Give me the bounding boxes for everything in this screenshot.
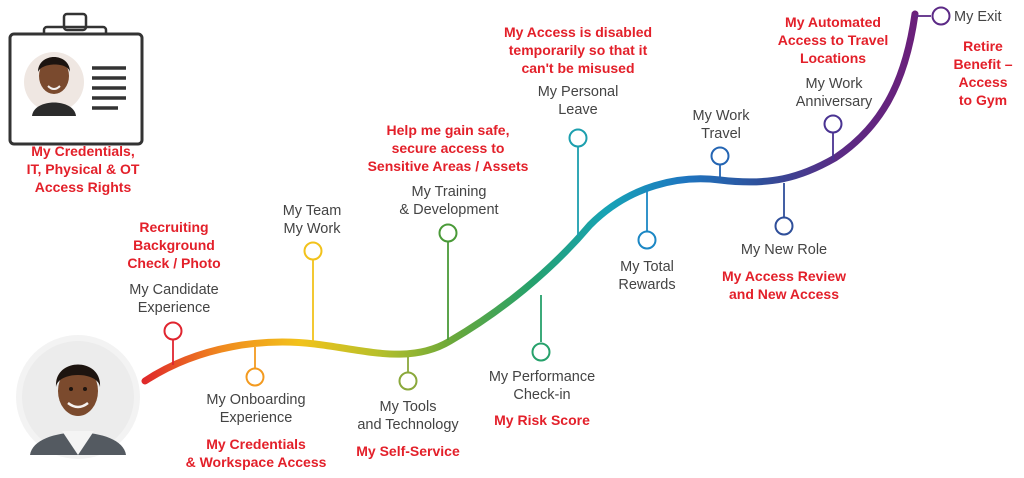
- marker-onboarding: [245, 367, 265, 387]
- label-work-travel: My Work Travel: [692, 108, 750, 142]
- label-rewards: My Total Rewards: [618, 259, 676, 293]
- label-recruiting: Recruiting Background Check / Photo: [127, 219, 221, 271]
- marker-exit: [931, 6, 951, 26]
- label-disabled: My Access is disabled temporarily so tha…: [503, 24, 653, 76]
- marker-new-role: [774, 216, 794, 236]
- label-training: My Training & Development: [399, 184, 499, 218]
- employee-avatar: [16, 335, 140, 459]
- label-team: My Team My Work: [282, 203, 342, 237]
- label-credentials-rights: My Credentials, IT, Physical & OT Access…: [26, 143, 140, 195]
- label-new-role: My New Role: [740, 242, 828, 258]
- label-performance: My Performance Check-in: [488, 369, 596, 403]
- marker-tools: [398, 371, 418, 391]
- label-exit: My Exit: [954, 9, 1002, 25]
- id-badge-icon: [8, 12, 144, 146]
- marker-team: [303, 241, 323, 261]
- label-risk: My Risk Score: [494, 412, 590, 428]
- marker-rewards: [637, 230, 657, 250]
- label-anniversary: My Work Anniversary: [795, 76, 873, 110]
- label-credentials-workspace: My Credentials & Workspace Access: [185, 436, 327, 470]
- marker-training: [438, 223, 458, 243]
- label-tools: My Tools and Technology: [357, 399, 459, 433]
- label-self-service: My Self-Service: [356, 443, 460, 459]
- label-candidate: My Candidate Experience: [129, 282, 219, 316]
- label-automated-travel: My Automated Access to Travel Locations: [777, 14, 889, 66]
- label-onboarding: My Onboarding Experience: [206, 392, 306, 426]
- label-retire: Retire Benefit – Access to Gym: [953, 38, 1013, 108]
- marker-performance: [531, 342, 551, 362]
- marker-leave: [568, 128, 588, 148]
- label-sensitive: Help me gain safe, secure access to Sens…: [367, 122, 529, 174]
- label-access-review: My Access Review and New Access: [722, 268, 846, 302]
- label-leave: My Personal Leave: [537, 84, 619, 118]
- marker-anniversary: [823, 114, 843, 134]
- journey-path: [141, 10, 919, 385]
- marker-work-travel: [710, 146, 730, 166]
- marker-candidate: [163, 321, 183, 341]
